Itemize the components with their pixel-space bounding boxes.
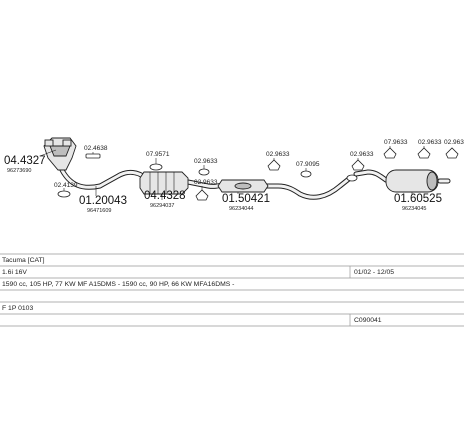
- fitting-h9[interactable]: 07.9633: [383, 139, 408, 159]
- vehicle-info-table: Tacuma [CAT] 1.6i 16V 01/02 - 12/05 1590…: [0, 253, 464, 327]
- fitting-code-h4: 02.9633: [194, 179, 218, 186]
- fitting-h8[interactable]: 02.9633: [346, 151, 374, 182]
- fitting-code-h9: 07.9633: [384, 139, 408, 146]
- fitting-h3[interactable]: 07.9571: [146, 151, 170, 171]
- fitting-h1[interactable]: 02.4638: [84, 145, 108, 159]
- fitting-code-h10: 02.9633: [418, 139, 442, 146]
- vehicle-engine: 1.6i 16V: [2, 269, 27, 276]
- fitting-h2[interactable]: 02.4139: [54, 182, 78, 198]
- part-sub-1: 96273690: [7, 168, 31, 174]
- part-code-3: 04.4328: [144, 190, 186, 202]
- part-code-1: 04.4327: [4, 155, 46, 167]
- vehicle-spec: 1590 cc, 105 HP, 77 KW MF A15DMS - 1590 …: [2, 281, 234, 288]
- exhaust-manifold-part[interactable]: 04.4327 96273690: [4, 137, 77, 174]
- part-sub-3: 96294037: [150, 203, 174, 209]
- rear-silencer-part[interactable]: 01.60525 96234045: [385, 169, 451, 212]
- fitting-code-h10-b: 02.9633: [444, 139, 464, 146]
- centre-silencer-part[interactable]: 01.50421 96234044: [217, 179, 270, 212]
- fitting-h7[interactable]: 07.9095: [296, 161, 320, 178]
- part-sub-2: 96471609: [87, 208, 111, 214]
- fitting-code-h7: 07.9095: [296, 161, 320, 168]
- fitting-code-h8: 02.9633: [350, 151, 374, 158]
- catalytic-converter-part[interactable]: 04.4328 96294037: [139, 171, 189, 209]
- part-sub-5: 96234045: [402, 206, 426, 212]
- part-sub-4: 96234044: [229, 206, 253, 212]
- part-code-2: 01.20043: [79, 195, 127, 207]
- vehicle-date-range: 01/02 - 12/05: [354, 269, 394, 276]
- part-code-5: 01.60525: [394, 193, 442, 205]
- fitting-code-h2: 02.4139: [54, 182, 78, 189]
- fitting-code-h6: 02.9633: [266, 151, 290, 158]
- front-pipe-part[interactable]: 01.20043 96471609: [79, 186, 127, 214]
- fitting-h4[interactable]: 02.9633: [194, 179, 218, 201]
- fitting-h5[interactable]: 02.9633: [194, 158, 218, 176]
- fitting-h6[interactable]: 02.9633: [266, 151, 290, 171]
- vehicle-note: F 1P 0103: [2, 305, 33, 312]
- fitting-h10[interactable]: 02.9633 02.9633: [417, 139, 464, 159]
- vehicle-model: Tacuma [CAT]: [2, 257, 45, 264]
- exhaust-pipe-run: [59, 167, 389, 200]
- fitting-code-h3: 07.9571: [146, 151, 170, 158]
- fitting-code-h5: 02.9633: [194, 158, 218, 165]
- catalog-code: C090041: [354, 317, 382, 324]
- part-code-4: 01.50421: [222, 193, 270, 205]
- fitting-code-h1: 02.4638: [84, 145, 108, 152]
